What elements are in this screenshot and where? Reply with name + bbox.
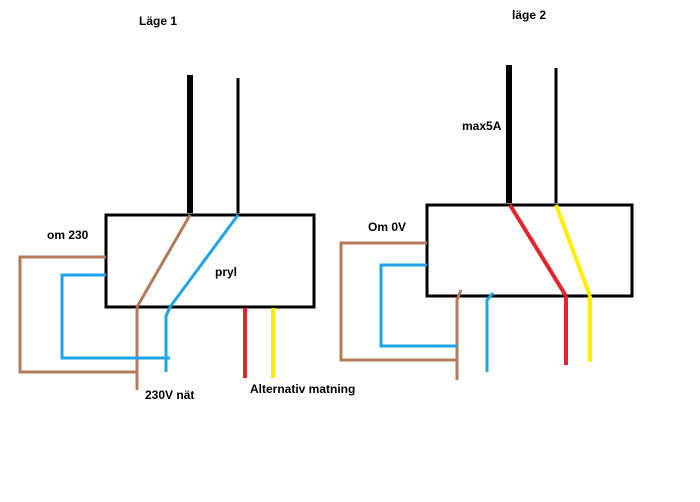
diagram-lage-1: Läge 1 om 230 pryl 230V nät Alternativ m… [18,14,355,402]
device-box [104,213,316,309]
brown-loop-wire [339,241,457,362]
blue-down-wire [485,292,495,372]
label-pryl: pryl [215,265,237,279]
title-lage-1: Läge 1 [139,14,177,28]
blue-loop-wire [60,273,170,360]
brown-down-wire [455,289,463,380]
blue-switch-wire [168,214,240,308]
label-alternativ-matning: Alternativ matning [250,382,355,396]
blue-loop-wire [379,263,457,348]
label-om-230: om 230 [47,228,89,242]
red-switch-wire [508,203,568,298]
brown-loop-wire [18,255,137,374]
yellow-switch-wire [554,204,592,297]
label-max5a: max5A [462,119,502,133]
label-om-0v: Om 0V [368,220,406,234]
blue-down-wire [164,306,172,372]
diagram-lage-2: läge 2 max5A Om 0V [339,8,634,380]
title-lage-2: läge 2 [512,8,546,22]
brown-switch-wire [135,214,192,308]
label-230v-nat: 230V nät [145,388,194,402]
device-box [425,203,634,298]
